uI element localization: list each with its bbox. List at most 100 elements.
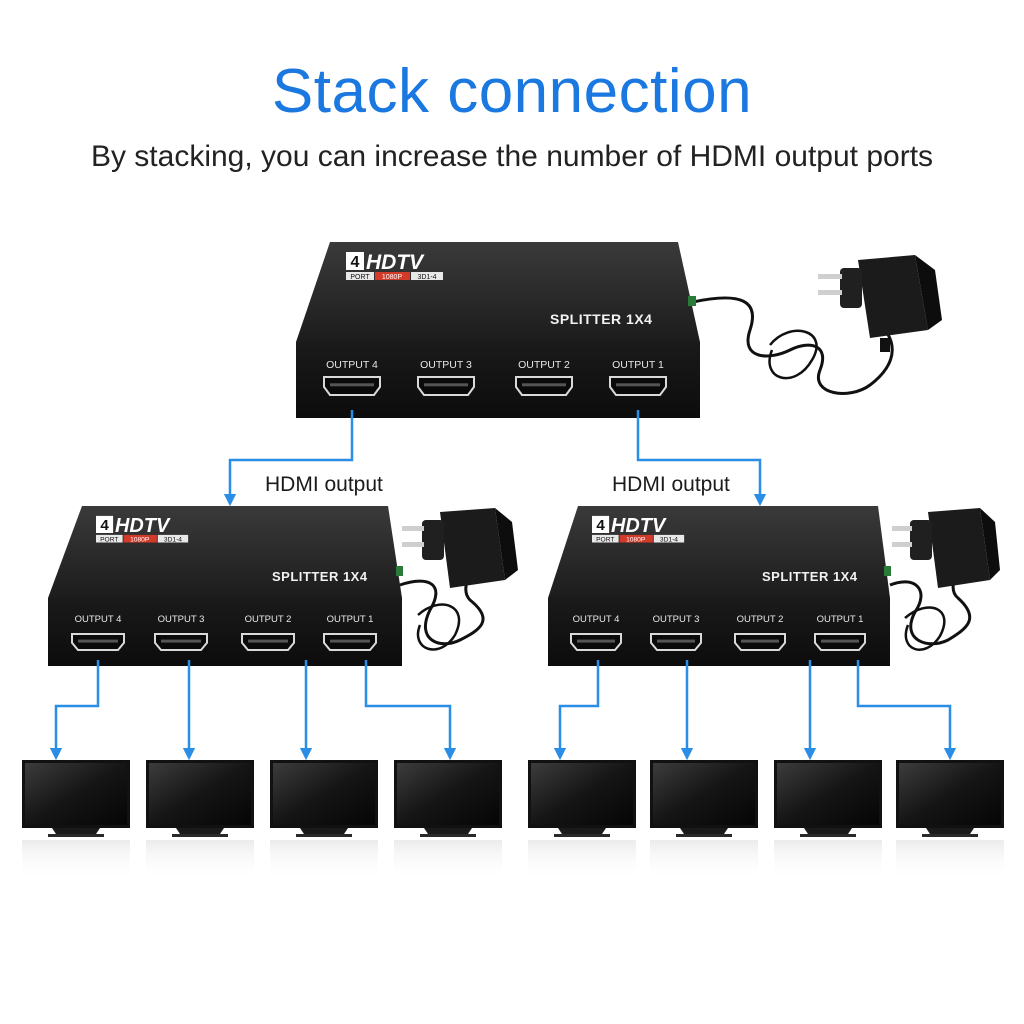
arrow-top-to-right (636, 410, 767, 507)
badge-port: PORT (350, 274, 370, 281)
logo-box (346, 252, 364, 270)
tv-stand (300, 828, 348, 834)
splitter-model: SPLITTER 1X4 (550, 311, 652, 327)
hdmi-port-pins (741, 639, 779, 643)
badge-3d-bg (653, 534, 685, 543)
tv-reflection (146, 840, 254, 880)
splitter-model: SPLITTER 1X4 (762, 569, 858, 584)
port-label: OUTPUT 1 (817, 614, 864, 625)
tv-stand (558, 828, 606, 834)
hdmi-port-pins (330, 383, 374, 387)
tv-monitor-icon (896, 760, 1004, 880)
page-subtitle: By stacking, you can increase the number… (90, 140, 934, 173)
power-cable (692, 296, 894, 395)
tv-monitor-icon (270, 760, 378, 880)
tv-monitor-icon (22, 760, 130, 880)
port-label: OUTPUT 1 (327, 614, 374, 625)
badge-resolution: 1080P (130, 537, 150, 544)
logo-box (96, 515, 114, 533)
tv-base (554, 834, 610, 837)
tv-stand (424, 828, 472, 834)
badge-resolution: 1080P (626, 537, 646, 544)
splitter-right (548, 506, 1000, 666)
badge-3d: 3D1-4 (660, 537, 678, 544)
tv-screen (273, 763, 375, 825)
badge-3d-bg (157, 534, 189, 543)
port-label: OUTPUT 1 (612, 359, 664, 371)
tv-base (48, 834, 104, 837)
tv-reflection (650, 840, 758, 880)
power-adapter (402, 508, 518, 588)
port-label: OUTPUT 2 (737, 614, 784, 625)
port-label: OUTPUT 4 (326, 359, 378, 371)
tv-stand (804, 828, 852, 834)
tv-reflection (394, 840, 502, 880)
power-adapter (892, 508, 1000, 588)
connection-arrows (49, 410, 957, 761)
arrow-left-out1 (364, 660, 457, 761)
tv-screen (899, 763, 1001, 825)
tv-stand (176, 828, 224, 834)
port-label: OUTPUT 3 (158, 614, 205, 625)
hdmi-port-pins (522, 383, 566, 387)
port-label: OUTPUT 4 (75, 614, 122, 625)
page-title: Stack connection (271, 57, 753, 126)
logo-number: 4 (351, 254, 360, 271)
tv-screen (531, 763, 633, 825)
hdmi-port-pins (161, 639, 201, 643)
port-label: OUTPUT 4 (573, 614, 620, 625)
arrow-right-out4 (553, 660, 600, 761)
tv-monitor-icon (774, 760, 882, 880)
tv-screen (397, 763, 499, 825)
tv-stand (52, 828, 100, 834)
logo-box (592, 515, 610, 533)
tv-reflection (270, 840, 378, 880)
tv-reflection (22, 840, 130, 880)
port-label: OUTPUT 3 (653, 614, 700, 625)
port-label: OUTPUT 3 (420, 359, 472, 371)
badge-3d: 3D1-4 (164, 537, 182, 544)
tv-base (420, 834, 476, 837)
badge-port-bg (346, 272, 374, 280)
tv-stand (926, 828, 974, 834)
splitter-left (48, 506, 518, 666)
badge-resolution: 1080P (382, 274, 403, 281)
tv-reflection (896, 840, 1004, 880)
logo-word: HDTV (115, 515, 171, 537)
badge-res-bg (619, 534, 653, 543)
power-cable (889, 558, 972, 646)
logo-number: 4 (100, 517, 109, 534)
hdmi-port-pins (330, 639, 370, 643)
badge-port-bg (96, 534, 123, 543)
arrow-top-to-left (223, 410, 354, 507)
tv-base (800, 834, 856, 837)
hdmi-port-pins (78, 639, 118, 643)
logo-number: 4 (596, 517, 605, 534)
tv-screen (653, 763, 755, 825)
tv-base (172, 834, 228, 837)
badge-3d: 3D1-4 (417, 274, 436, 281)
tv-reflection (528, 840, 636, 880)
splitter-model: SPLITTER 1X4 (272, 569, 368, 584)
logo-word: HDTV (611, 515, 667, 537)
tv-screen (149, 763, 251, 825)
hdmi-port-pins (616, 383, 660, 387)
power-cable (399, 558, 485, 646)
hdmi-port-pins (821, 639, 859, 643)
tv-stand (680, 828, 728, 834)
tv-monitor-icon (394, 760, 502, 880)
tv-base (922, 834, 978, 837)
hdmi-output-label-right: HDMI output (612, 473, 730, 496)
port-label: OUTPUT 2 (518, 359, 570, 371)
tv-monitor-icon (528, 760, 636, 880)
badge-port: PORT (596, 537, 614, 544)
splitter-top (296, 242, 942, 418)
hdmi-output-label-left: HDMI output (265, 473, 383, 496)
logo-word: HDTV (366, 251, 425, 274)
tv-screen (777, 763, 879, 825)
hdmi-port-pins (657, 639, 695, 643)
tv-reflection (774, 840, 882, 880)
